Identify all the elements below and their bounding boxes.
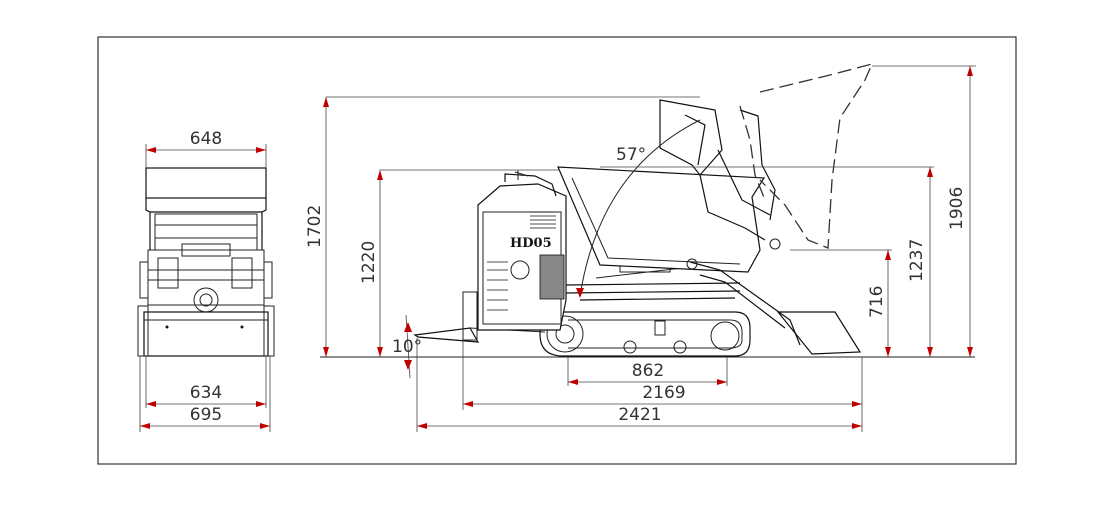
arm-pivot: [769, 238, 781, 250]
arrow: [417, 423, 427, 429]
arrow: [967, 66, 973, 76]
dim-label-discharge-max: 1906: [947, 187, 967, 230]
road-wheel: [673, 340, 687, 354]
loader-arm: [689, 261, 801, 346]
arrow: [852, 401, 862, 407]
dim-label-track-length: 2169: [642, 383, 685, 403]
front-track-right-lower: [263, 305, 275, 357]
front-part: [181, 243, 231, 257]
arrow: [927, 347, 933, 357]
dim-label-discharge-low: 716: [867, 286, 887, 318]
drawing-frame: [97, 36, 1017, 465]
hopper-tipped: [659, 99, 723, 176]
arrow: [852, 423, 862, 429]
arrow: [256, 401, 266, 407]
arrow: [404, 360, 412, 370]
top-grille: [530, 211, 556, 229]
handle-lever: [514, 171, 529, 177]
front-track-left: [139, 261, 149, 299]
arrow: [256, 147, 266, 153]
arrow: [576, 288, 584, 298]
arrow: [377, 170, 383, 180]
hopper-lowered: [557, 166, 766, 273]
front-drive-hub: [199, 293, 213, 307]
arrow: [885, 347, 891, 357]
front-drive-wheel: [193, 287, 219, 313]
arrow: [260, 423, 270, 429]
hopper-inner: [571, 177, 741, 265]
track-inner: [568, 319, 743, 349]
front-inner-panel: [154, 213, 258, 251]
arrow: [146, 147, 156, 153]
fuel-cap: [510, 260, 530, 280]
arrow: [323, 97, 329, 107]
drive-sprocket-hub: [555, 324, 575, 344]
side-view: HD05: [305, 63, 976, 432]
arm-pivot: [686, 258, 698, 270]
front-track-right: [263, 261, 273, 299]
arrow: [377, 347, 383, 357]
dim-label-front-top-width: 648: [190, 129, 222, 149]
road-wheel: [623, 340, 637, 354]
arrow: [885, 250, 891, 260]
dim-label-height-hopper: 1220: [359, 241, 379, 284]
front-hopper: [145, 167, 267, 199]
tip-arc: [579, 119, 701, 297]
front-base: [143, 311, 269, 357]
arrow: [140, 423, 150, 429]
hopper-raised-max: [759, 63, 874, 249]
ramp-angle-label: 10°: [392, 337, 422, 357]
model-label: HD05: [510, 236, 552, 251]
front-bolt: [240, 325, 244, 329]
arrow: [967, 347, 973, 357]
dim-label-wheelbase: 862: [632, 361, 664, 381]
front-part: [157, 257, 179, 289]
tip-angle-label: 57°: [616, 145, 646, 165]
arrow: [463, 401, 473, 407]
left-grille: [487, 261, 508, 311]
drive-sprocket: [546, 315, 584, 353]
ramp-post: [462, 291, 478, 341]
track-tensioner: [654, 320, 666, 336]
lift-arm-right: [739, 109, 776, 221]
arrow: [717, 379, 727, 385]
arrow: [404, 322, 412, 332]
dim-label-front-track-width: 634: [190, 383, 222, 403]
handle-bar: [504, 173, 557, 197]
chassis-rails: [565, 282, 741, 301]
arrow: [146, 401, 156, 407]
arrow: [927, 167, 933, 177]
side-track: [539, 311, 751, 357]
dim-label-overall-length: 2421: [618, 405, 661, 425]
hopper-tipped-inner: [684, 114, 706, 166]
front-track-left-lower: [137, 305, 149, 357]
dim-label-front-overall-width: 695: [190, 405, 222, 425]
idler-wheel: [710, 321, 740, 351]
loader-bucket: [776, 311, 862, 355]
front-hopper-frame: [145, 198, 267, 250]
front-ramp: [413, 327, 480, 343]
dim-label-height-overall: 1702: [305, 205, 325, 248]
arrow: [323, 347, 329, 357]
front-part: [231, 257, 253, 289]
arrow: [568, 379, 578, 385]
front-view: 648 634 695: [137, 129, 275, 432]
hopper-raised-path: [739, 105, 766, 201]
dense-grille: [539, 254, 565, 300]
dim-label-discharge-mid: 1237: [907, 239, 927, 282]
front-bolt: [165, 325, 169, 329]
